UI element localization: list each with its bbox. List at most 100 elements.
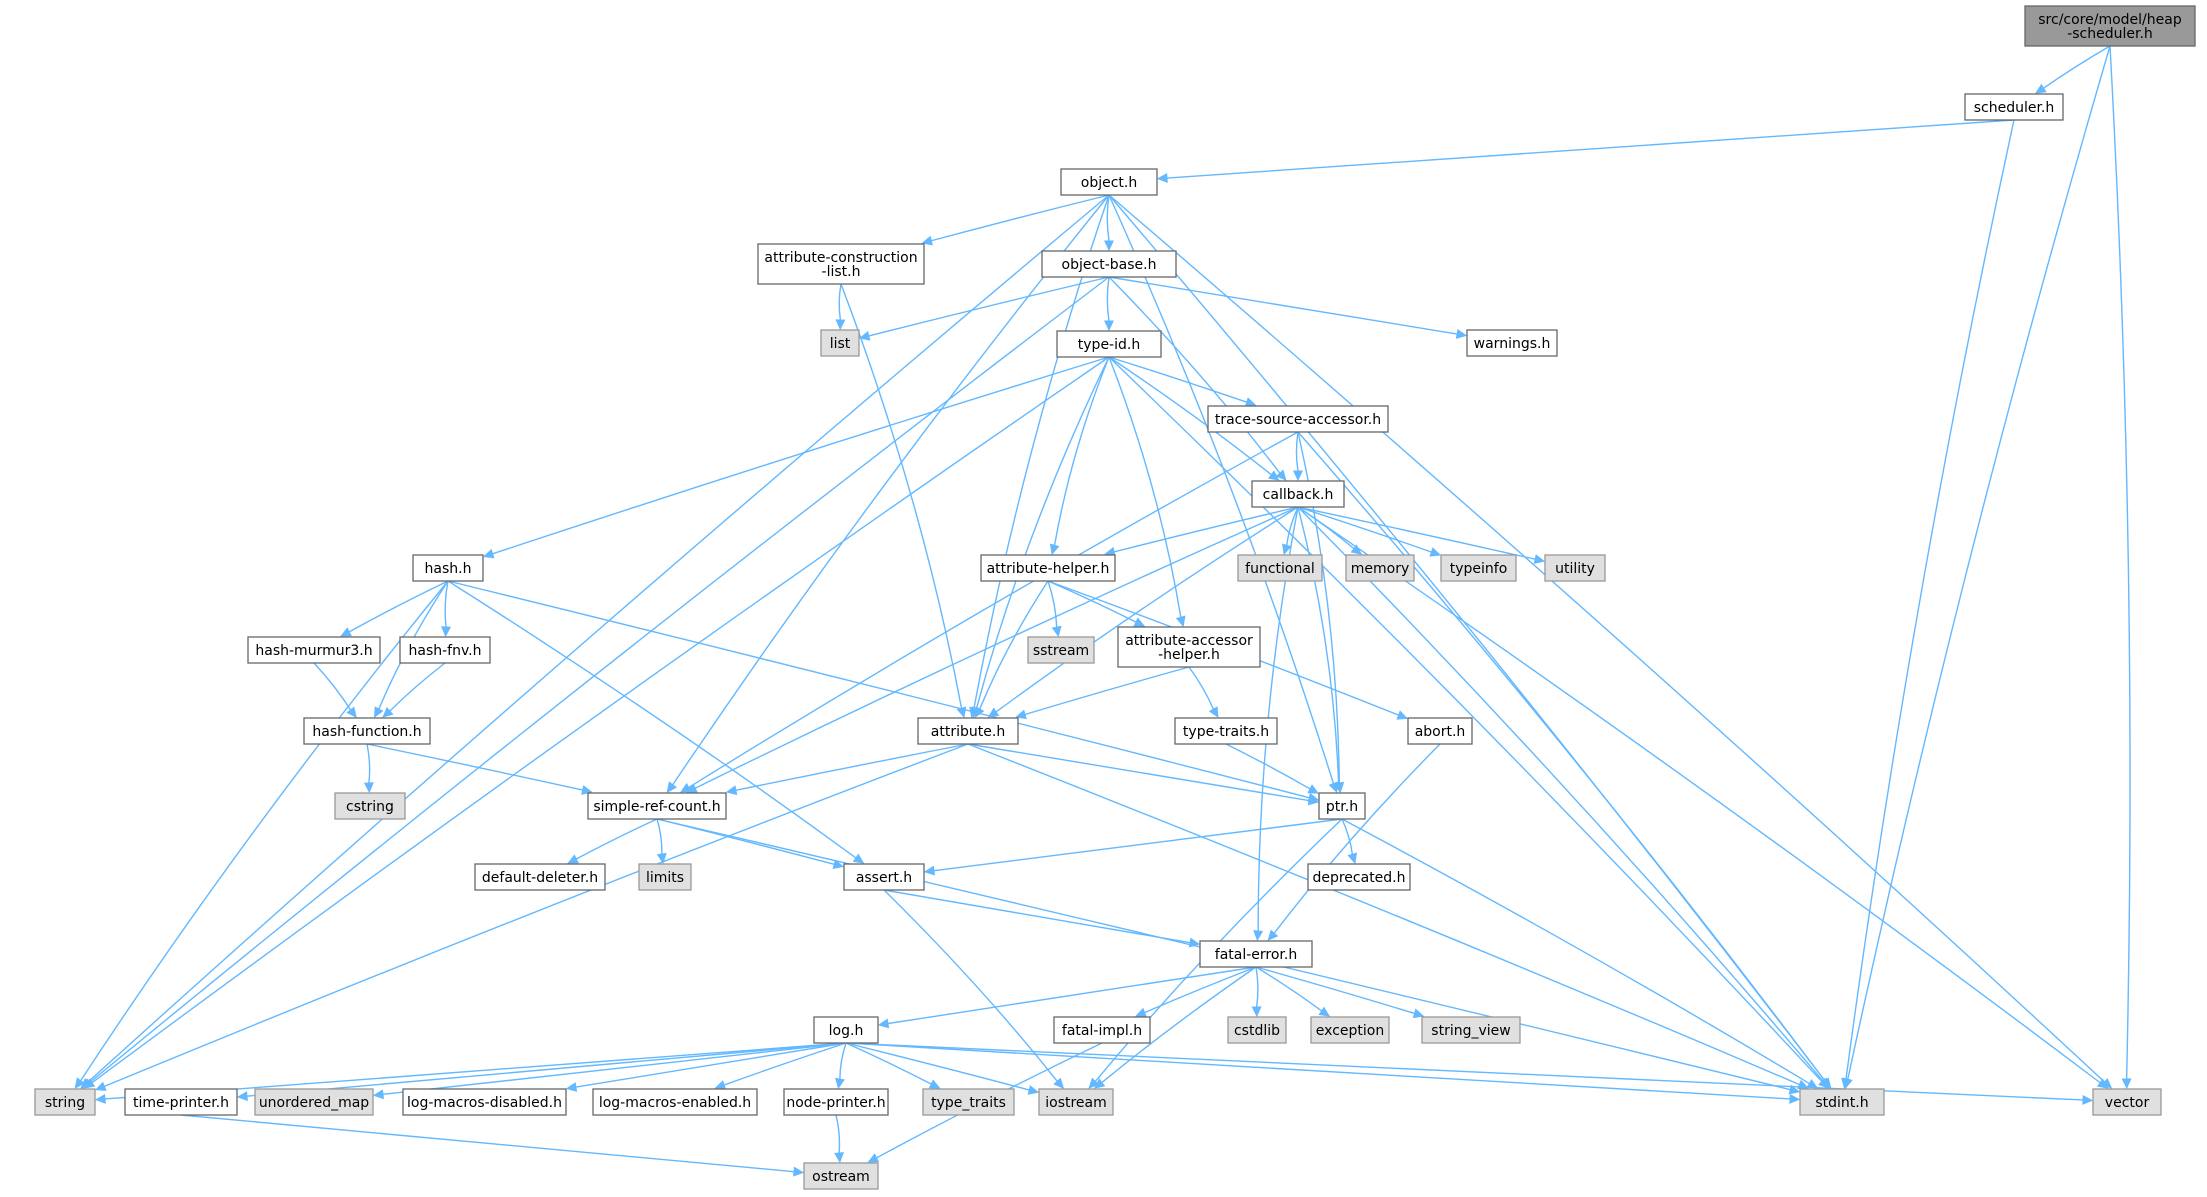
- node-box: [757, 243, 925, 285]
- node-fatal-impl[interactable]: fatal-impl.h: [1053, 1016, 1151, 1044]
- node-assert[interactable]: assert.h: [843, 863, 925, 891]
- node-attribute[interactable]: attribute.h: [917, 717, 1019, 745]
- node-abort[interactable]: abort.h: [1407, 717, 1473, 745]
- edge-type-id-to-attr-helper: [1049, 356, 1110, 556]
- node-label: attribute-construction: [764, 250, 917, 266]
- edge-simple-ref-to-limits: [656, 818, 667, 865]
- node-label: utility: [1555, 561, 1595, 577]
- node-ptr[interactable]: ptr.h: [1318, 792, 1366, 820]
- edge-arrowhead: [236, 1091, 248, 1102]
- edge-line: [348, 580, 449, 633]
- edge-arrowhead: [1135, 1007, 1147, 1018]
- edge-log-to-vector: [845, 1042, 2094, 1105]
- node-log-macros-disabled[interactable]: log-macros-disabled.h: [402, 1088, 567, 1116]
- node-label: -list.h: [822, 264, 861, 280]
- node-hash-murmur3[interactable]: hash-murmur3.h: [247, 636, 381, 664]
- node-time-printer[interactable]: time-printer.h: [124, 1088, 238, 1116]
- edge-hash-function-to-cstring: [363, 743, 374, 794]
- edge-line: [91, 356, 1110, 1084]
- node-label: assert.h: [856, 870, 912, 886]
- edge-arrowhead: [1268, 470, 1280, 481]
- node-object[interactable]: object.h: [1060, 168, 1158, 196]
- node-hash-fnv[interactable]: hash-fnv.h: [399, 636, 491, 664]
- edge-line: [366, 743, 583, 791]
- edge-arrowhead: [1347, 852, 1358, 865]
- node-label: default-deleter.h: [482, 870, 598, 886]
- node-hash-function[interactable]: hash-function.h: [303, 717, 431, 745]
- node-log[interactable]: log.h: [813, 1016, 879, 1044]
- node-attr-helper[interactable]: attribute-helper.h: [980, 554, 1116, 582]
- edge-arrowhead: [1251, 1006, 1262, 1018]
- edge-fatal-error-to-fatal-impl: [1135, 966, 1257, 1018]
- edge-line: [1295, 431, 1299, 472]
- node-box: [412, 554, 484, 582]
- edge-arrowhead: [373, 706, 384, 719]
- node-label: type_traits: [931, 1095, 1006, 1111]
- node-box: [783, 1088, 889, 1116]
- edge-arrowhead: [656, 852, 667, 865]
- node-attr-construction[interactable]: attribute-construction-list.h: [757, 243, 925, 285]
- edge-line: [447, 580, 857, 859]
- node-object-base[interactable]: object-base.h: [1041, 250, 1177, 278]
- edge-trace-source-to-callback: [1293, 431, 1303, 482]
- node-heap-scheduler[interactable]: src/core/model/heap-scheduler.h: [2024, 5, 2196, 47]
- edge-callback-to-ptr: [1297, 506, 1344, 794]
- node-simple-ref[interactable]: simple-ref-count.h: [587, 792, 727, 820]
- edge-arrowhead: [363, 782, 374, 794]
- edge-arrowhead: [1396, 710, 1409, 720]
- node-warnings[interactable]: warnings.h: [1466, 329, 1558, 357]
- node-callback[interactable]: callback.h: [1251, 480, 1345, 508]
- edge-line: [979, 580, 1049, 710]
- edge-line: [1047, 580, 1137, 623]
- edge-arrowhead: [441, 626, 452, 638]
- edge-hash-to-hash-murmur3: [340, 580, 449, 637]
- edge-arrowhead: [1027, 1085, 1040, 1095]
- node-label: -scheduler.h: [2067, 26, 2153, 42]
- node-box: [1207, 405, 1389, 433]
- node-log-macros-enabled[interactable]: log-macros-enabled.h: [592, 1088, 758, 1116]
- edge-line: [1297, 506, 2101, 1084]
- node-exception: exception: [1310, 1016, 1390, 1044]
- edge-ptr-to-assert: [923, 818, 1343, 876]
- node-type-traits-h[interactable]: type-traits.h: [1174, 717, 1278, 745]
- node-hash[interactable]: hash.h: [412, 554, 484, 582]
- node-default-deleter[interactable]: default-deleter.h: [474, 863, 606, 891]
- node-string_view: string_view: [1421, 1016, 1521, 1044]
- edge-callback-to-functional: [1282, 506, 1299, 556]
- node-deprecated[interactable]: deprecated.h: [1307, 863, 1411, 891]
- edge-line: [838, 283, 842, 321]
- edge-scheduler-to-stdint: [1841, 119, 2015, 1090]
- node-box: [1544, 554, 1606, 582]
- node-label: cstdlib: [1234, 1023, 1280, 1039]
- edge-line: [887, 966, 1257, 1025]
- node-label: attribute-accessor: [1125, 633, 1253, 649]
- node-node-printer[interactable]: node-printer.h: [783, 1088, 889, 1116]
- edge-arrowhead: [987, 707, 1000, 718]
- edge-assert-to-fatal-error: [883, 889, 1201, 948]
- edge-object-base-to-warnings: [1108, 276, 1468, 339]
- edge-line: [1845, 119, 2015, 1080]
- node-scheduler[interactable]: scheduler.h: [1964, 93, 2064, 121]
- node-label: hash-murmur3.h: [255, 643, 372, 659]
- node-cstring: cstring: [334, 792, 406, 820]
- node-box: [124, 1088, 238, 1116]
- edge-arrowhead: [1051, 625, 1062, 638]
- edge-line: [839, 1042, 847, 1080]
- edge-object-base-to-list: [858, 276, 1110, 341]
- edge-log-to-type_traits: [845, 1042, 941, 1089]
- edge-arrowhead: [1293, 470, 1303, 482]
- node-type-id[interactable]: type-id.h: [1056, 330, 1162, 358]
- node-label: string: [45, 1095, 85, 1111]
- node-label: abort.h: [1415, 724, 1466, 740]
- edge-object-to-object-base: [1104, 194, 1114, 252]
- edge-attr-accessor-to-attribute: [1015, 666, 1190, 720]
- node-box: [1318, 792, 1366, 820]
- node-label: limits: [646, 870, 684, 886]
- edge-hash-fnv-to-hash-function: [382, 662, 446, 718]
- node-fatal-error[interactable]: fatal-error.h: [1199, 940, 1313, 968]
- node-trace-source[interactable]: trace-source-accessor.h: [1207, 405, 1389, 433]
- node-label: log.h: [829, 1023, 864, 1039]
- edge-attr-construction-to-attribute: [840, 283, 967, 719]
- node-label: log-macros-enabled.h: [599, 1095, 751, 1111]
- node-attr-accessor[interactable]: attribute-accessor-helper.h: [1117, 626, 1261, 668]
